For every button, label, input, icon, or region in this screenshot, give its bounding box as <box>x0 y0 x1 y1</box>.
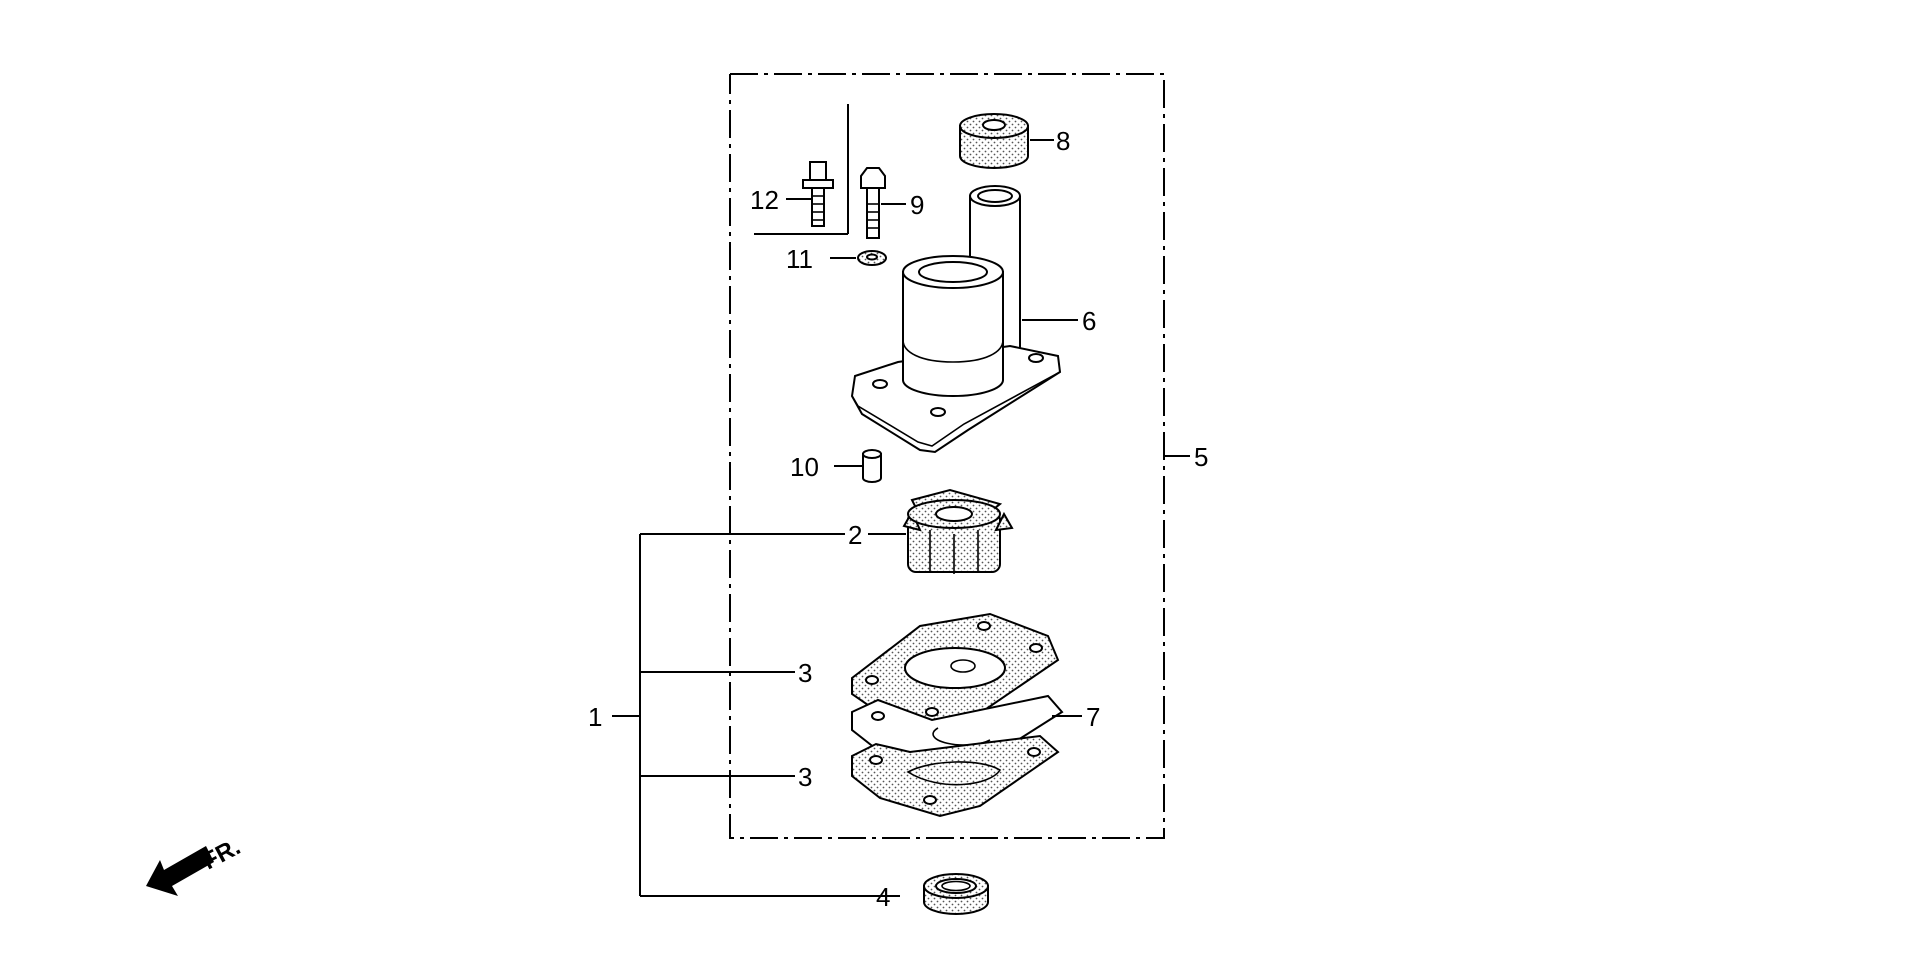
part-8-grommet <box>959 113 1054 169</box>
callout-3-lower: 3 <box>798 762 812 792</box>
callout-2: 2 <box>848 520 862 550</box>
callout-11: 11 <box>786 244 813 274</box>
part-2-impeller <box>868 488 1014 574</box>
callout-3-upper: 3 <box>798 658 812 688</box>
callout-5: 5 <box>1194 442 1208 472</box>
front-direction-arrow-icon: FR. <box>146 833 245 896</box>
part-10-dowel-pin <box>834 449 882 483</box>
part-3-upper-gasket <box>851 612 1060 728</box>
part-11-washer <box>830 250 887 266</box>
callout-6: 6 <box>1082 306 1096 336</box>
callout-4: 4 <box>876 882 890 912</box>
callout-9: 9 <box>910 190 924 220</box>
part-6-pump-housing <box>850 185 1078 454</box>
callout-12: 12 <box>750 185 779 215</box>
front-direction-label: FR. <box>198 833 245 875</box>
callout-1: 1 <box>588 702 602 732</box>
part-9-bolt <box>860 167 906 239</box>
part-4-oil-seal <box>923 873 989 915</box>
callout-7: 7 <box>1086 702 1100 732</box>
assembly-5-dashed-frame <box>729 73 1165 839</box>
callout-10: 10 <box>790 452 819 482</box>
callout-8: 8 <box>1056 126 1070 156</box>
part-3-lower-gasket <box>851 734 1060 818</box>
bolt-sub-bracket <box>754 104 849 235</box>
kit-1-bracket <box>612 533 900 897</box>
part-12-flange-bolt <box>786 161 834 227</box>
